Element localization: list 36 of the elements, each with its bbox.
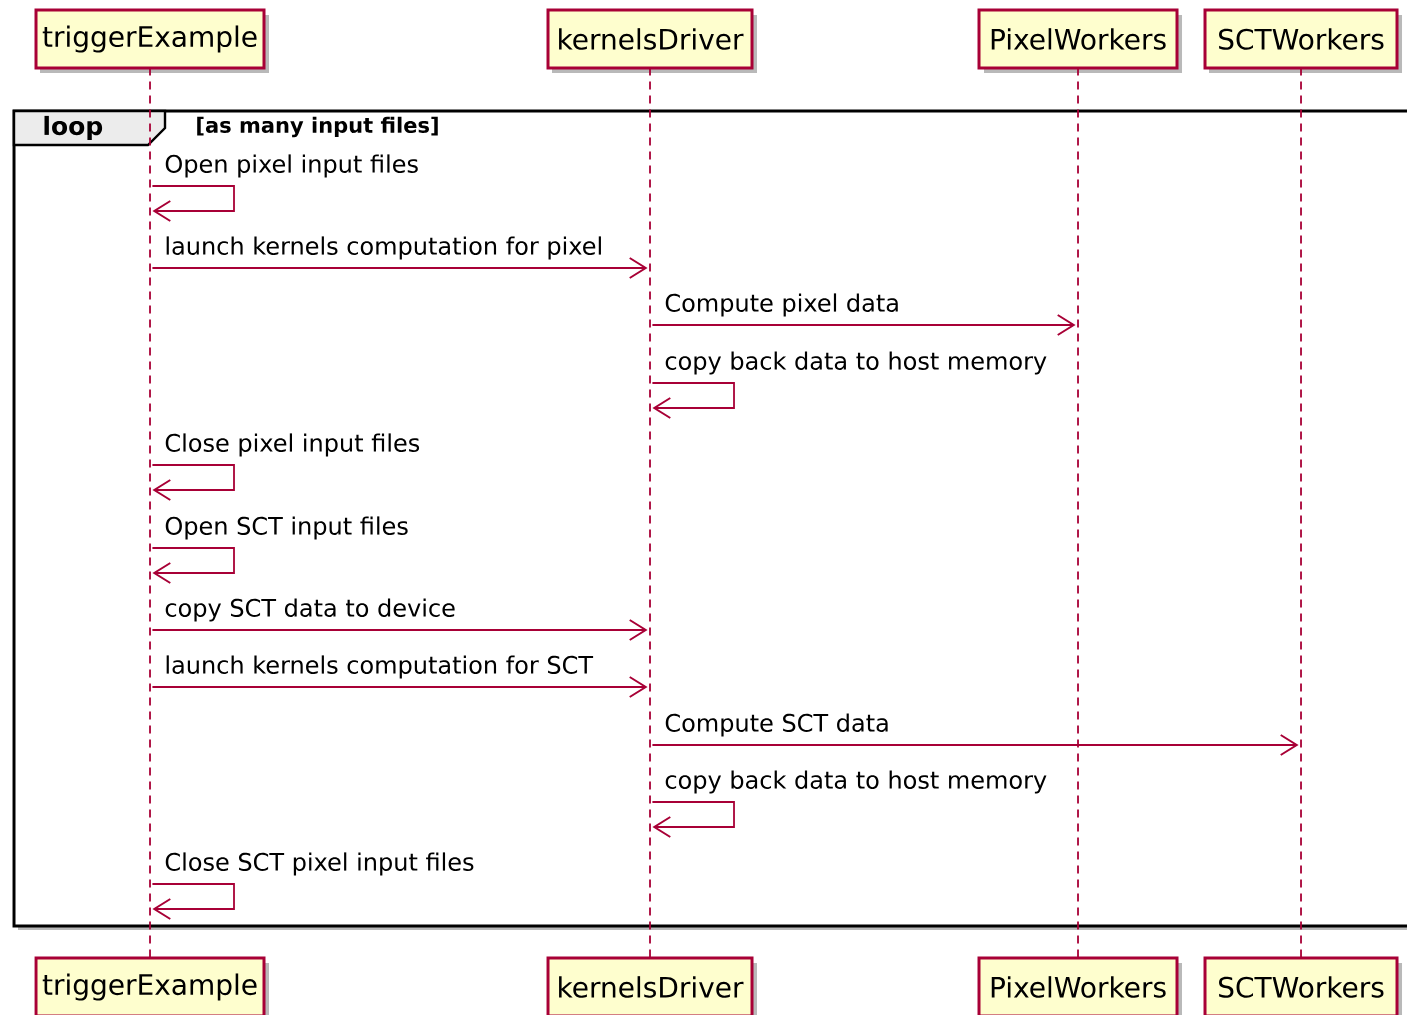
message-label: copy SCT data to device [165,598,455,622]
message-label: Close pixel input files [165,433,420,457]
self-message-arrow [651,801,735,838]
message-label: Compute SCT data [665,713,888,737]
self-message-arrow [151,883,235,920]
self-message-arrow [151,464,235,501]
message-label: Open pixel input files [165,154,418,178]
participant-box: kernelsDriver [546,956,757,1015]
participant-box: SCTWorkers [1203,956,1402,1015]
self-message-arrow [151,547,235,584]
participant-box: PixelWorkers [977,956,1182,1015]
participant-box: kernelsDriver [546,8,757,73]
loop-tab: loop [12,109,167,147]
participant-box: SCTWorkers [1203,8,1402,73]
loop-condition: [as many input files] [197,116,438,138]
lifeline [149,66,151,960]
message-arrow [151,257,648,279]
self-message-arrow [151,185,235,222]
participant-box: triggerExample [34,8,269,73]
message-label: copy back data to host memory [665,770,1047,794]
message-arrow [651,314,1076,336]
self-message-arrow [651,382,735,419]
lifeline [1077,66,1079,960]
message-arrow [651,734,1299,756]
message-arrow [151,676,648,698]
message-label: Compute pixel data [665,293,898,317]
message-label: launch kernels computation for pixel [166,236,601,260]
lifeline [649,66,651,960]
message-label: launch kernels computation for SCT [166,655,594,679]
message-label: Close SCT pixel input files [165,852,474,876]
participant-box: PixelWorkers [977,8,1182,73]
lifeline [1300,66,1302,960]
message-label: copy back data to host memory [665,351,1047,375]
message-arrow [151,619,648,641]
message-label: Open SCT input files [165,516,408,540]
participant-box: triggerExample [34,956,269,1015]
